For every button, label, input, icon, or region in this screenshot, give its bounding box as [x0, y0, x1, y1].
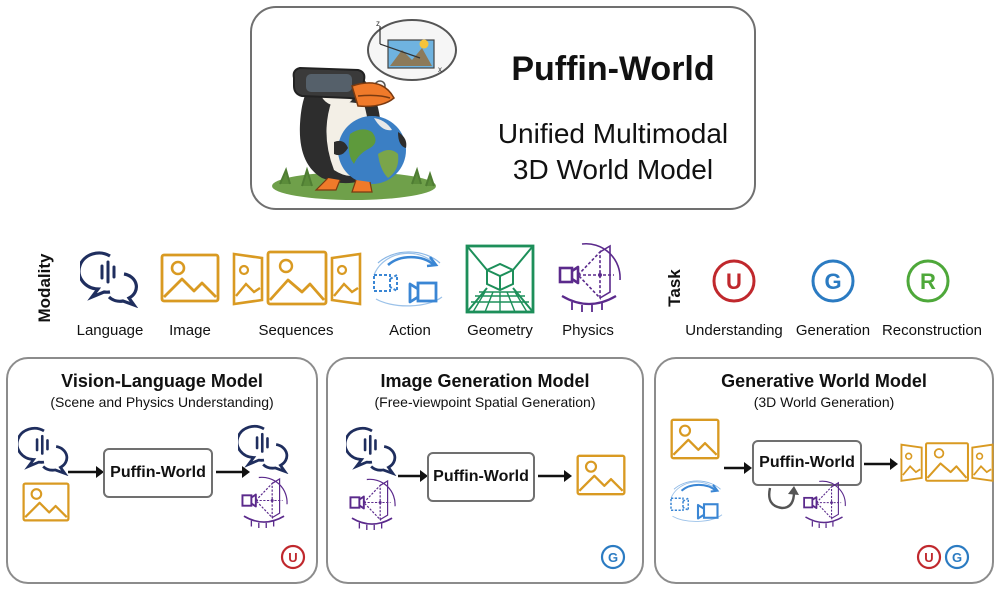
- task-g-letter: G: [824, 269, 841, 294]
- generation-badge-icon: G: [811, 259, 855, 303]
- svg-text:x: x: [438, 65, 442, 74]
- panel-2-physics-icon: [346, 478, 398, 530]
- modality-geometry-label: Geometry: [467, 322, 533, 339]
- panel-2-language-icon: [346, 424, 398, 476]
- task-u-letter: U: [726, 269, 742, 294]
- panel-1-output-physics-icon: [238, 476, 290, 528]
- subtitle-line-1: Unified Multimodal: [497, 118, 729, 149]
- panel-3-understanding-badge: U: [916, 544, 942, 570]
- panel-2-generation-badge: G: [600, 544, 626, 570]
- panel-1-title: Vision-Language Model: [61, 371, 263, 391]
- panel-3-badge-u-letter: U: [924, 550, 933, 565]
- task-understanding-label: Understanding: [685, 322, 783, 339]
- panel-3-badge-g-letter: G: [952, 550, 962, 565]
- modality-image-label: Image: [169, 322, 211, 339]
- panel-2-input-arrow: [398, 470, 428, 482]
- panel-2-puffin-world-box: Puffin-World: [427, 452, 535, 502]
- understanding-badge-icon: U: [712, 259, 756, 303]
- panel-1-badge-letter: U: [288, 550, 297, 565]
- task-r-letter: R: [920, 269, 936, 294]
- puffin-mascot-illustration: z x: [272, 19, 457, 200]
- geometry-cube-icon: [465, 244, 535, 314]
- panel-2-subtitle: (Free-viewpoint Spatial Generation): [374, 394, 596, 410]
- panel-1-language-icon: [18, 424, 70, 476]
- physics-camera-icon: [554, 242, 624, 312]
- action-camera-icon: [370, 243, 450, 309]
- panel-1-output-arrow: [216, 466, 250, 478]
- reconstruction-badge-icon: R: [906, 259, 950, 303]
- language-icon: [80, 248, 140, 308]
- panel-3-loop-arrow: [768, 486, 799, 510]
- task-generation-label: Generation: [795, 322, 871, 339]
- panel-2-badge-letter: G: [608, 550, 618, 565]
- panel-3-subtitle: (3D World Generation): [753, 394, 895, 410]
- panel-3-physics-icon: [800, 480, 848, 528]
- modality-language-label: Language: [76, 322, 144, 339]
- panel-1-image-icon: [22, 482, 70, 522]
- panel-2-output-image-icon: [576, 454, 626, 496]
- panel-3-puffin-world-box: Puffin-World: [752, 440, 862, 486]
- main-subtitle: Unified Multimodal 3D World Model: [458, 116, 768, 188]
- panel-3-output-arrow: [864, 458, 898, 470]
- panel-1-understanding-badge: U: [280, 544, 306, 570]
- modality-sequences-label: Sequences: [258, 322, 334, 339]
- panel-3-action-icon: [668, 474, 728, 524]
- image-icon: [160, 253, 220, 303]
- panel-3-output-sequences-icon: [900, 440, 994, 484]
- panel-3-image-icon: [670, 418, 720, 460]
- panel-2-title: Image Generation Model: [380, 371, 590, 391]
- panel-1-puffin-world-box: Puffin-World: [103, 448, 213, 498]
- task-reconstruction-label: Reconstruction: [881, 322, 983, 339]
- svg-text:z: z: [376, 19, 380, 28]
- subtitle-line-2: 3D World Model: [512, 154, 714, 185]
- panel-2-output-arrow: [538, 470, 572, 482]
- modality-action-label: Action: [389, 322, 431, 339]
- modality-label: Modality: [35, 253, 54, 323]
- panel-1-subtitle: (Scene and Physics Understanding): [50, 394, 274, 410]
- sequences-icon: [232, 248, 362, 308]
- modality-physics-label: Physics: [562, 322, 614, 339]
- panel-3-title: Generative World Model: [721, 371, 927, 391]
- panel-1-input-arrow: [68, 466, 104, 478]
- main-title: Puffin-World: [511, 50, 715, 88]
- panel-3-generation-badge: G: [944, 544, 970, 570]
- panel-3-input-arrow: [724, 462, 752, 474]
- task-label: Task: [665, 269, 684, 307]
- panel-1-output-language-icon: [238, 422, 290, 474]
